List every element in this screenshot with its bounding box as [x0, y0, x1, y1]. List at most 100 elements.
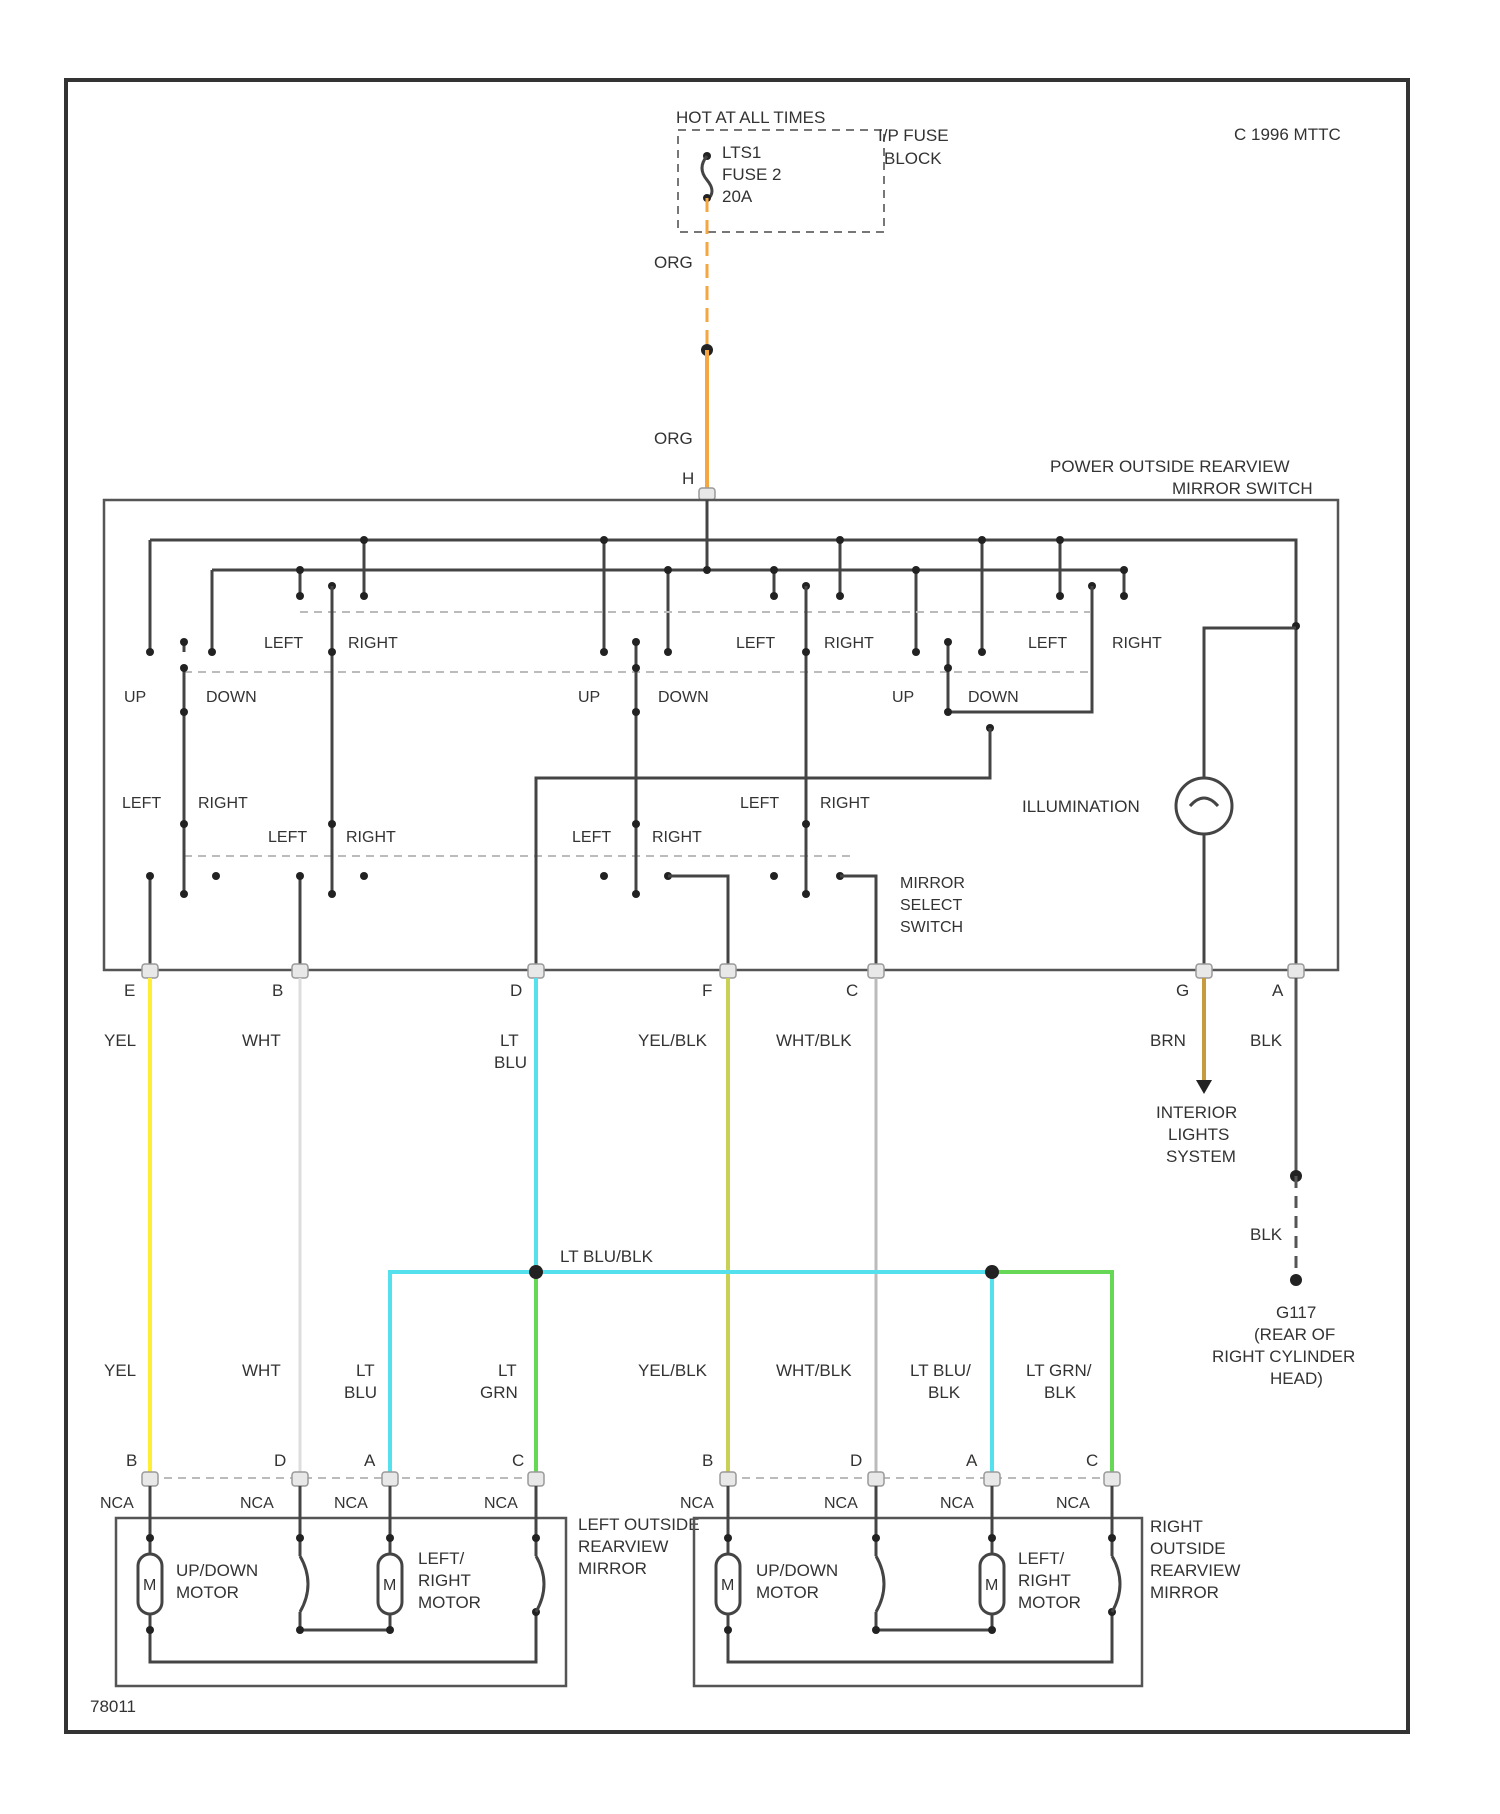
down-label-2: DOWN [658, 689, 709, 706]
pin-e: E [124, 981, 135, 1000]
top-label-right-2: RIGHT [824, 635, 874, 652]
right-lr-motor-label: LEFT/ [1018, 1549, 1065, 1568]
fuse-block-label: I/P FUSE [878, 126, 949, 145]
lower-label-lt-1: LT [356, 1361, 375, 1380]
splice-label: LT BLU/BLK [560, 1247, 654, 1266]
right-lr-motor-label-3: MOTOR [1018, 1593, 1081, 1612]
wire-label-brn: BRN [1150, 1031, 1186, 1050]
left-mirror-name: LEFT OUTSIDE [578, 1515, 700, 1534]
wire-label-yel-blk: YEL/BLK [638, 1031, 708, 1050]
mirror-select-label-3: SWITCH [900, 919, 963, 936]
upper-wire-labels: YEL WHT LT BLU YEL/BLK WHT/BLK BRN BLK [104, 1031, 1283, 1072]
mid-label-right-2: RIGHT [820, 795, 870, 812]
top-label-left-2: LEFT [736, 635, 775, 652]
wire-label-wht-blk: WHT/BLK [776, 1031, 852, 1050]
mid-label-left-2: LEFT [740, 795, 779, 812]
ground-name: G117 [1276, 1303, 1316, 1322]
fuse-block: HOT AT ALL TIMES I/P FUSE BLOCK LTS1 FUS… [676, 108, 949, 232]
nca-4: NCA [484, 1495, 518, 1512]
pin-b: B [272, 981, 283, 1000]
lower-label-lt-grn-blk: LT GRN/ [1026, 1361, 1092, 1380]
lower-label-yel: YEL [104, 1361, 136, 1380]
pin-a: A [1272, 981, 1284, 1000]
nca-3: NCA [334, 1495, 368, 1512]
low-label-left-1: LEFT [268, 829, 307, 846]
conn-pin-a-2: A [966, 1451, 978, 1470]
right-mirror-name: RIGHT [1150, 1517, 1203, 1536]
illumination-label: ILLUMINATION [1022, 797, 1140, 816]
nca-1: NCA [100, 1495, 134, 1512]
mid-label-left-1: LEFT [122, 795, 161, 812]
left-updown-motor-label: UP/DOWN [176, 1561, 258, 1580]
ground-name-3: RIGHT CYLINDER [1212, 1347, 1355, 1366]
interior-label: INTERIOR [1156, 1103, 1237, 1122]
lower-label-lt-blu-blk: LT BLU/ [910, 1361, 971, 1380]
wire-label-yel: YEL [104, 1031, 136, 1050]
right-mirror-name-3: REARVIEW [1150, 1561, 1240, 1580]
interior-label-3: SYSTEM [1166, 1147, 1236, 1166]
nca-6: NCA [824, 1495, 858, 1512]
left-m2-m: M [383, 1577, 396, 1594]
conn-pin-c-1: C [512, 1451, 524, 1470]
right-updown-motor-label: UP/DOWN [756, 1561, 838, 1580]
lower-label-wht: WHT [242, 1361, 281, 1380]
wire-blk [1290, 978, 1302, 1286]
lower-label-yel-blk: YEL/BLK [638, 1361, 708, 1380]
left-m1-m: M [143, 1577, 156, 1594]
mirror-select-label: MIRROR [900, 875, 965, 892]
org-wire-label-lower: ORG [654, 429, 693, 448]
left-lr-motor-label-2: RIGHT [418, 1571, 471, 1590]
ground-name-4: HEAD) [1270, 1369, 1323, 1388]
right-mirror-name-2: OUTSIDE [1150, 1539, 1226, 1558]
top-label-left-1: LEFT [264, 635, 303, 652]
pin-g: G [1176, 981, 1189, 1000]
hot-at-all-times-label: HOT AT ALL TIMES [676, 108, 825, 127]
pin-f: F [702, 981, 712, 1000]
left-mirror: LEFT OUTSIDE REARVIEW MIRROR M M UP/DOWN… [116, 1486, 700, 1686]
ground-name-2: (REAR OF [1254, 1325, 1335, 1344]
mid-label-right-1: RIGHT [198, 795, 248, 812]
fuse-rating: 20A [722, 187, 753, 206]
top-label-left-3: LEFT [1028, 635, 1067, 652]
outer-frame [66, 80, 1408, 1732]
left-mirror-name-2: REARVIEW [578, 1537, 668, 1556]
left-updown-motor-label-2: MOTOR [176, 1583, 239, 1602]
low-label-right-2: RIGHT [652, 829, 702, 846]
right-mirror: RIGHT OUTSIDE REARVIEW MIRROR M M UP/DOW… [694, 1486, 1240, 1686]
fuse-number: FUSE 2 [722, 165, 782, 184]
low-label-right-1: RIGHT [346, 829, 396, 846]
left-lr-motor-label: LEFT/ [418, 1549, 465, 1568]
pin-c: C [846, 981, 858, 1000]
mirror-connectors: B D A C B D A C NCA NCA NCA NCA NCA NCA … [100, 1451, 1120, 1512]
conn-pin-d-1: D [274, 1451, 286, 1470]
switch-name: POWER OUTSIDE REARVIEW [1050, 457, 1290, 476]
pin-d: D [510, 981, 522, 1000]
wire-label-lt: LT [500, 1031, 519, 1050]
org-wire-label-top: ORG [654, 253, 693, 272]
wire-label-blk: BLK [1250, 1031, 1283, 1050]
lower-label-blu-1: BLU [344, 1383, 377, 1402]
mirror-switch: POWER OUTSIDE REARVIEW MIRROR SWITCH [104, 457, 1338, 978]
wire-label-wht: WHT [242, 1031, 281, 1050]
nca-8: NCA [1056, 1495, 1090, 1512]
left-lr-motor-label-3: MOTOR [418, 1593, 481, 1612]
fuse-name: LTS1 [722, 143, 761, 162]
top-label-right-3: RIGHT [1112, 635, 1162, 652]
fuse-block-label-2: BLOCK [884, 149, 942, 168]
conn-pin-a-1: A [364, 1451, 376, 1470]
up-label-2: UP [578, 689, 600, 706]
switch-name-2: MIRROR SWITCH [1172, 479, 1313, 498]
pin-h-label: H [682, 469, 694, 488]
conn-pin-b-2: B [702, 1451, 713, 1470]
lower-label-blk-1: BLK [928, 1383, 961, 1402]
org-feed-wire: ORG ORG H [654, 198, 715, 500]
left-mirror-name-3: MIRROR [578, 1559, 647, 1578]
right-lr-motor-label-2: RIGHT [1018, 1571, 1071, 1590]
interior-lights-system: INTERIOR LIGHTS SYSTEM [1156, 1103, 1237, 1166]
figure-id: 78011 [90, 1697, 136, 1716]
right-mirror-name-4: MIRROR [1150, 1583, 1219, 1602]
ground-wire-label: BLK [1250, 1225, 1283, 1244]
wire-brn [1196, 978, 1212, 1094]
right-m1-m: M [721, 1577, 734, 1594]
